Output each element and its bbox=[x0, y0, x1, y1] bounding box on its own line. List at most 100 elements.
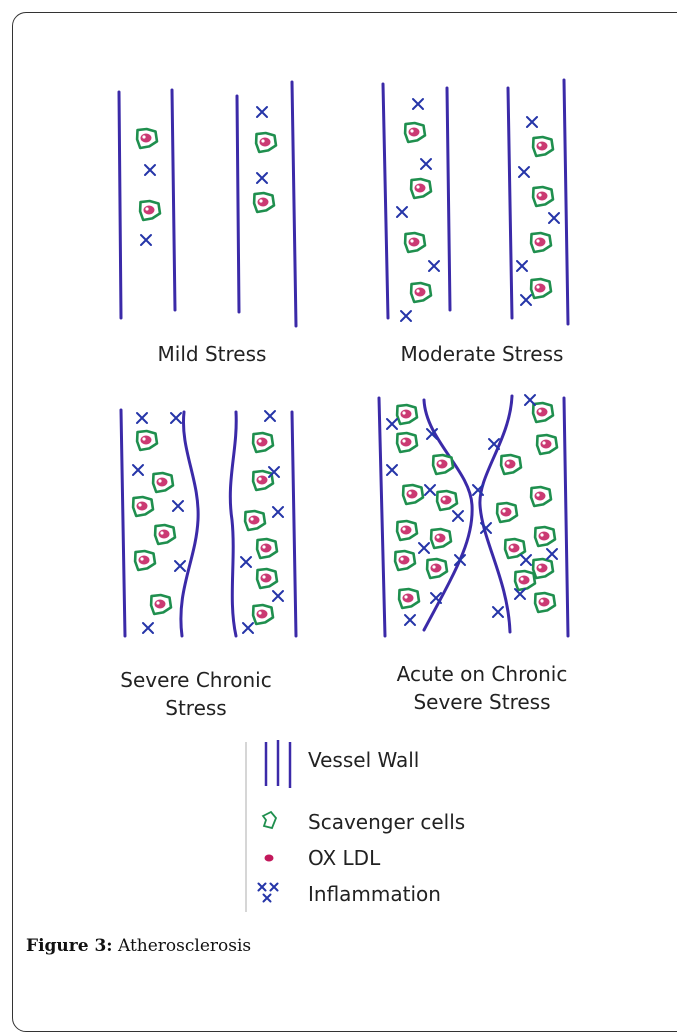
ox-ldl-particle bbox=[535, 284, 546, 293]
ox-ldl-particle-highlight bbox=[408, 491, 411, 494]
vessel-wall-line bbox=[447, 88, 450, 310]
ox-ldl-particle-highlight bbox=[140, 557, 143, 560]
ox-ldl-particle bbox=[539, 598, 550, 607]
ox-ldl-particle-highlight bbox=[402, 527, 405, 530]
ox-ldl-particle bbox=[415, 288, 426, 297]
panel-severe-chronic-stress bbox=[121, 410, 296, 636]
ox-ldl-particle-highlight bbox=[258, 477, 261, 480]
inflammation-mark bbox=[525, 395, 535, 405]
ox-ldl-particle bbox=[509, 544, 520, 553]
inflammation-mark bbox=[173, 501, 183, 511]
ox-ldl-particle bbox=[415, 184, 426, 193]
ox-ldl-particle bbox=[501, 508, 512, 517]
ox-ldl-particle-highlight bbox=[404, 595, 407, 598]
ox-ldl-particle bbox=[257, 610, 268, 619]
ox-ldl-particle-highlight bbox=[536, 239, 539, 242]
inflammation-mark bbox=[547, 549, 557, 559]
ox-ldl-particle-highlight bbox=[438, 461, 441, 464]
inflammation-mark bbox=[397, 207, 407, 217]
legend-label-scavenger-cells: Scavenger cells bbox=[308, 810, 465, 834]
ox-ldl-particle bbox=[141, 436, 152, 445]
ox-ldl-particle bbox=[401, 410, 412, 419]
vessel-wall-line bbox=[292, 412, 296, 636]
ox-ldl-particle bbox=[401, 438, 412, 447]
ox-ldl-particle-highlight bbox=[160, 531, 163, 534]
ox-ldl-particle-highlight bbox=[416, 289, 419, 292]
ox-ldl-particle-highlight bbox=[402, 411, 405, 414]
inflammation-mark bbox=[273, 591, 283, 601]
ox-ldl-particle-highlight bbox=[258, 611, 261, 614]
inflammation-mark bbox=[519, 167, 529, 177]
legend-scavenger-cell-icon bbox=[263, 812, 276, 828]
panel-mild-stress bbox=[119, 82, 296, 326]
ox-ldl-particle bbox=[407, 490, 418, 499]
panel-moderate-stress bbox=[383, 80, 568, 324]
ox-ldl-particle bbox=[157, 478, 168, 487]
ox-ldl-particle bbox=[155, 600, 166, 609]
vessel-wall-line bbox=[230, 412, 236, 636]
inflammation-mark bbox=[133, 465, 143, 475]
ox-ldl-particle-highlight bbox=[538, 565, 541, 568]
ox-ldl-particle bbox=[399, 556, 410, 565]
ox-ldl-particle bbox=[260, 138, 271, 147]
ox-ldl-particle-highlight bbox=[145, 207, 148, 210]
panel-label-acute: Acute on Chronic Severe Stress bbox=[372, 660, 592, 716]
panel-label-mild: Mild Stress bbox=[112, 340, 312, 368]
legend-label-vessel-wall: Vessel Wall bbox=[308, 748, 419, 772]
figure-number: Figure 3: bbox=[26, 936, 113, 956]
ox-ldl-particle bbox=[258, 198, 269, 207]
ox-ldl-particle-highlight bbox=[261, 139, 264, 142]
panel-acute-on-chronic-stress bbox=[379, 395, 568, 636]
inflammation-mark bbox=[241, 557, 251, 567]
ox-ldl-particle bbox=[505, 460, 516, 469]
ox-ldl-particle bbox=[535, 492, 546, 501]
ox-ldl-particle-highlight bbox=[262, 575, 265, 578]
ox-ldl-particle-highlight bbox=[416, 185, 419, 188]
inflammation-mark bbox=[527, 117, 537, 127]
ox-ldl-particle-highlight bbox=[250, 517, 253, 520]
inflammation-mark bbox=[521, 555, 531, 565]
ox-ldl-particle bbox=[139, 556, 150, 565]
inflammation-mark bbox=[387, 465, 397, 475]
ox-ldl-particle bbox=[261, 574, 272, 583]
ox-ldl-particle-highlight bbox=[538, 143, 541, 146]
ox-ldl-particle bbox=[137, 502, 148, 511]
inflammation-mark bbox=[405, 615, 415, 625]
inflammation-mark bbox=[521, 295, 531, 305]
legend-label-ox-ldl: OX LDL bbox=[308, 846, 380, 870]
ox-ldl-particle bbox=[537, 142, 548, 151]
figure-title: Atherosclerosis bbox=[118, 936, 251, 956]
ox-ldl-particle-highlight bbox=[536, 493, 539, 496]
ox-ldl-particle-highlight bbox=[158, 479, 161, 482]
inflammation-mark bbox=[453, 511, 463, 521]
inflammation-mark bbox=[401, 311, 411, 321]
ox-ldl-particle-highlight bbox=[510, 545, 513, 548]
ox-ldl-particle bbox=[401, 526, 412, 535]
ox-ldl-particle-highlight bbox=[520, 577, 523, 580]
panel-label-severe: Severe Chronic Stress bbox=[98, 666, 294, 722]
ox-ldl-particle-highlight bbox=[142, 437, 145, 440]
inflammation-mark bbox=[171, 413, 181, 423]
ox-ldl-particle-highlight bbox=[536, 285, 539, 288]
inflammation-mark bbox=[257, 107, 267, 117]
ox-ldl-particle bbox=[409, 128, 420, 137]
ox-ldl-particle-highlight bbox=[142, 135, 145, 138]
ox-ldl-particle bbox=[257, 476, 268, 485]
vessel-wall-line bbox=[172, 90, 175, 310]
ox-ldl-particle bbox=[441, 496, 452, 505]
inflammation-mark bbox=[257, 173, 267, 183]
ox-ldl-particle-highlight bbox=[410, 239, 413, 242]
vessel-wall-line bbox=[379, 398, 385, 636]
vessel-wall-line bbox=[237, 96, 239, 312]
inflammation-mark bbox=[549, 213, 559, 223]
ox-ldl-particle-highlight bbox=[410, 129, 413, 132]
ox-ldl-particle bbox=[141, 134, 152, 143]
ox-ldl-particle bbox=[144, 206, 155, 215]
ox-ldl-particle bbox=[537, 192, 548, 201]
ox-ldl-particle bbox=[159, 530, 170, 539]
ox-ldl-particle bbox=[431, 564, 442, 573]
inflammation-mark bbox=[419, 543, 429, 553]
inflammation-mark bbox=[264, 895, 271, 902]
ox-ldl-particle-highlight bbox=[432, 565, 435, 568]
vessel-wall-line bbox=[121, 410, 125, 636]
